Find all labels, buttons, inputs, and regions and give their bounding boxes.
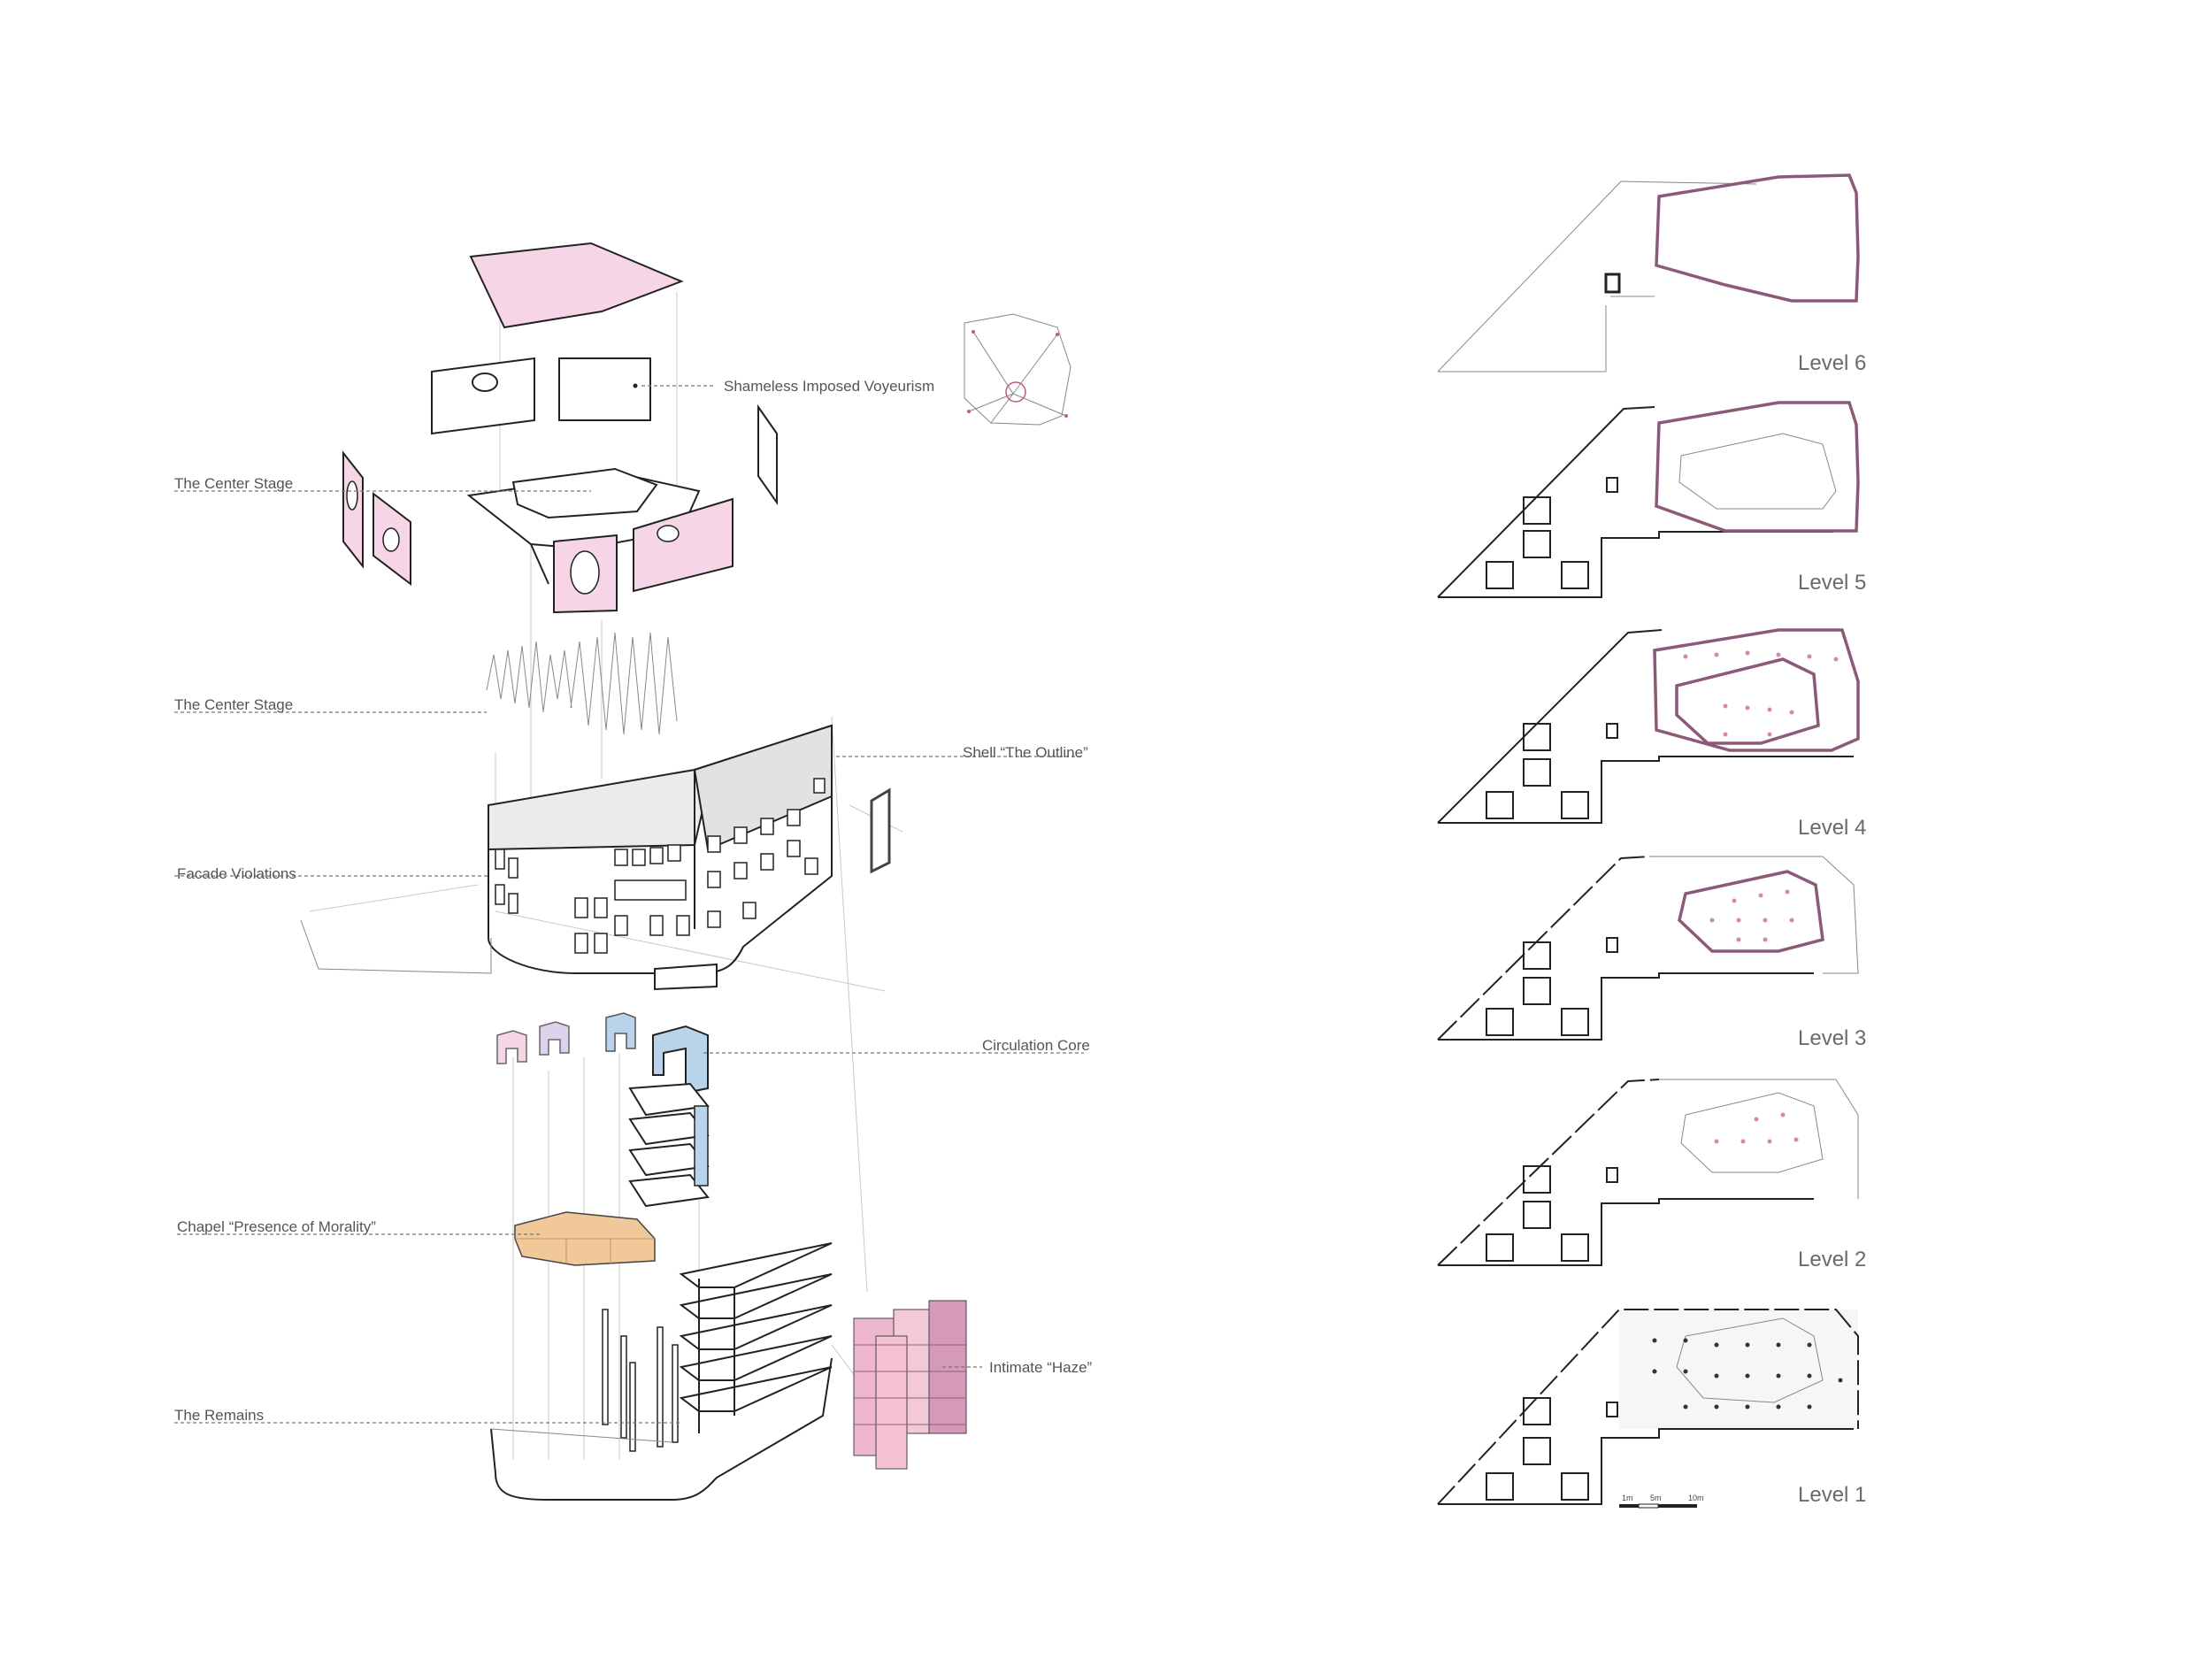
label-remains: The Remains — [174, 1407, 264, 1424]
stage-rigging — [486, 632, 678, 735]
plan-level-5 — [1437, 401, 1860, 598]
scale-1m: 1m — [1622, 1494, 1633, 1502]
haze-stacks — [853, 1300, 967, 1470]
remains-structure — [490, 1242, 833, 1501]
screen-panel-left — [431, 357, 535, 435]
center-stage-platform — [511, 467, 658, 519]
label-center-stage-top: The Center Stage — [174, 475, 293, 492]
label-shell: Shell “The Outline” — [963, 744, 1088, 761]
label-center-stage-mid: The Center Stage — [174, 696, 293, 713]
scale-5m: 5m — [1650, 1494, 1662, 1502]
label-chapel: Chapel “Presence of Morality” — [177, 1218, 376, 1235]
level-label-6: Level 6 — [1798, 351, 1866, 375]
level-label-2: Level 2 — [1798, 1248, 1866, 1271]
label-haze: Intimate “Haze” — [989, 1359, 1093, 1376]
plan-level-2 — [1437, 1079, 1859, 1266]
screen-panel-right — [558, 357, 651, 421]
plan-level-6 — [1437, 173, 1860, 373]
level-label-4: Level 4 — [1798, 816, 1866, 840]
ground-outline — [300, 919, 492, 974]
level-label-3: Level 3 — [1798, 1026, 1866, 1050]
leader-lines — [174, 385, 1084, 1424]
screen-panel-edge — [757, 403, 778, 506]
level-label-1: Level 1 — [1798, 1483, 1866, 1507]
floor-plans: 1m 5m 10m Level 6 Level 5 Level 4 Level … — [1437, 173, 1866, 1509]
label-facade: Facade Violations — [177, 865, 296, 882]
plan-level-3 — [1437, 856, 1859, 1041]
exploded-axonometric: Shameless Imposed Voyeurism The Center S… — [174, 242, 1093, 1501]
roof-panel — [469, 242, 684, 329]
pink-panel-4 — [633, 497, 733, 593]
projection-lines — [309, 292, 903, 1460]
plan-level-4 — [1437, 628, 1860, 824]
building-shell — [488, 724, 891, 991]
level-label-5: Level 5 — [1798, 571, 1866, 595]
chapel-volume — [514, 1211, 656, 1266]
screen-oculus — [472, 373, 498, 392]
circulation-cores — [496, 1012, 710, 1208]
plan-level-1 — [1437, 1309, 1859, 1505]
label-voyeurism: Shameless Imposed Voyeurism — [724, 378, 934, 395]
scale-bar: 1m 5m 10m — [1619, 1494, 1704, 1509]
scale-10m: 10m — [1688, 1494, 1704, 1502]
label-circulation: Circulation Core — [982, 1037, 1090, 1054]
sightline-diagram — [964, 313, 1071, 426]
